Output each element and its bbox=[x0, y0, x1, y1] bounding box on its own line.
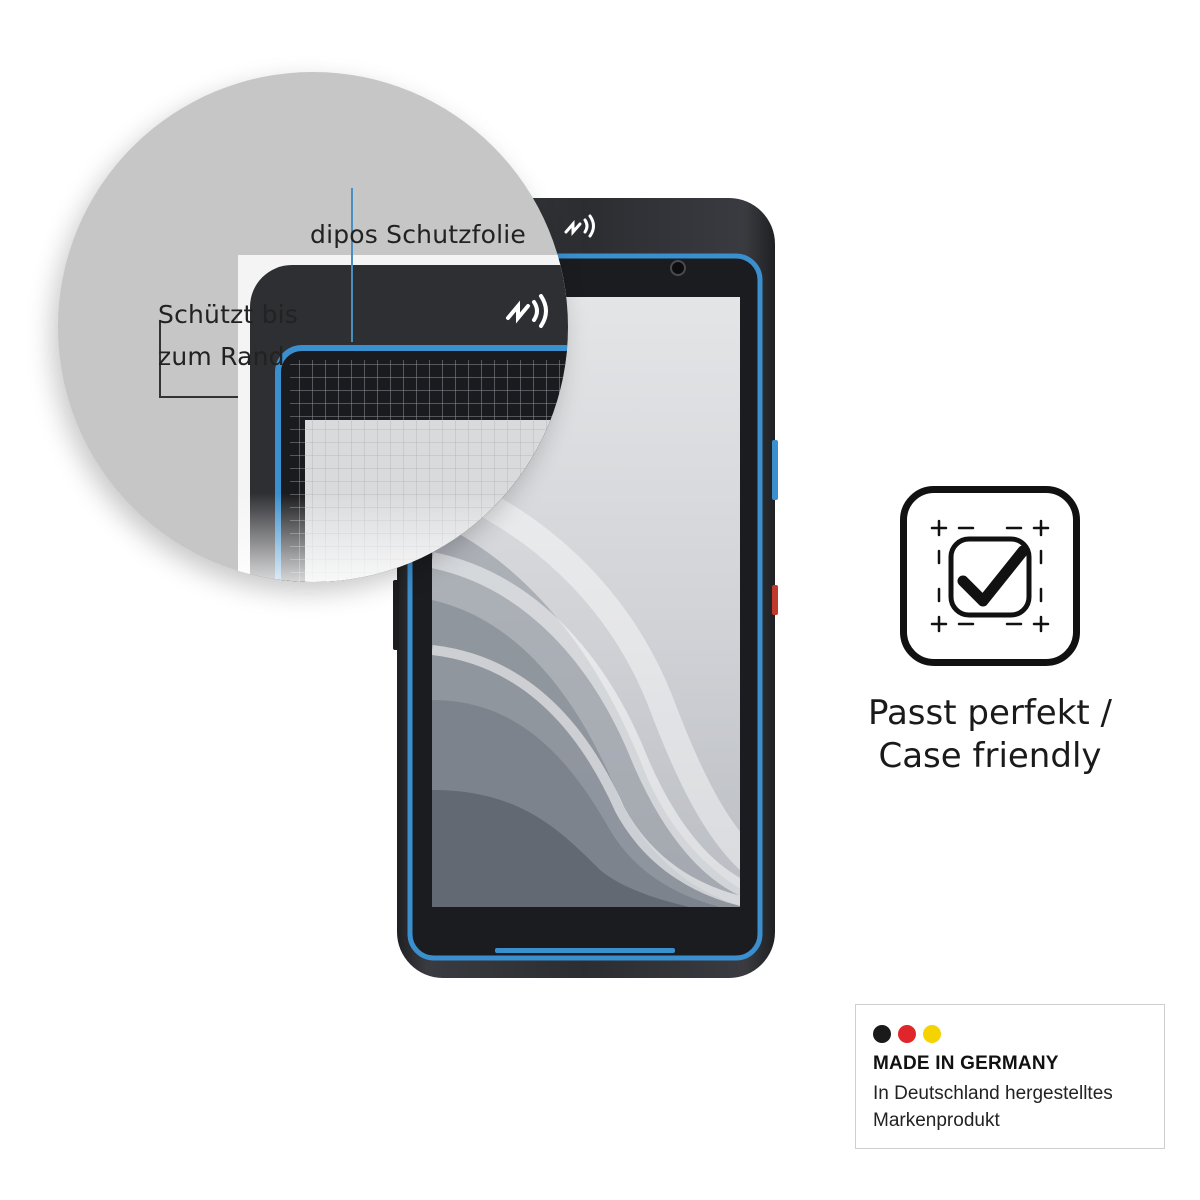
case-friendly-icon-box bbox=[900, 486, 1080, 666]
bottom-speaker bbox=[495, 948, 675, 953]
edge-callout-line bbox=[159, 320, 238, 398]
case-friendly-caption: Passt perfekt / Case friendly bbox=[867, 693, 1113, 776]
foil-label: dipos Schutzfolie bbox=[310, 220, 526, 249]
flag-dot-black bbox=[873, 1025, 891, 1043]
made-in-germany-subtitle: In Deutschland hergestelltes Markenprodu… bbox=[873, 1083, 1113, 1131]
zoom-callout-bubble: dipos Schutzfolie Schützt bis zum Rand bbox=[58, 72, 568, 582]
flag-dot-gold bbox=[923, 1025, 941, 1043]
made-in-germany-badge: MADE IN GERMANY In Deutschland hergestel… bbox=[855, 1004, 1165, 1149]
flag-dot-red bbox=[898, 1025, 916, 1043]
phone-left-button bbox=[393, 580, 399, 650]
front-camera bbox=[670, 260, 686, 276]
nfc-icon bbox=[564, 214, 595, 238]
edge-protection-label: Schützt bis zum Rand bbox=[158, 300, 299, 371]
made-in-germany-title: MADE IN GERMANY bbox=[873, 1053, 1059, 1074]
phone-side-button-blue bbox=[772, 440, 778, 500]
phone-side-button-red bbox=[772, 585, 778, 615]
zoomed-bezel-detail bbox=[159, 188, 568, 582]
case-friendly-check-icon bbox=[930, 519, 1050, 633]
